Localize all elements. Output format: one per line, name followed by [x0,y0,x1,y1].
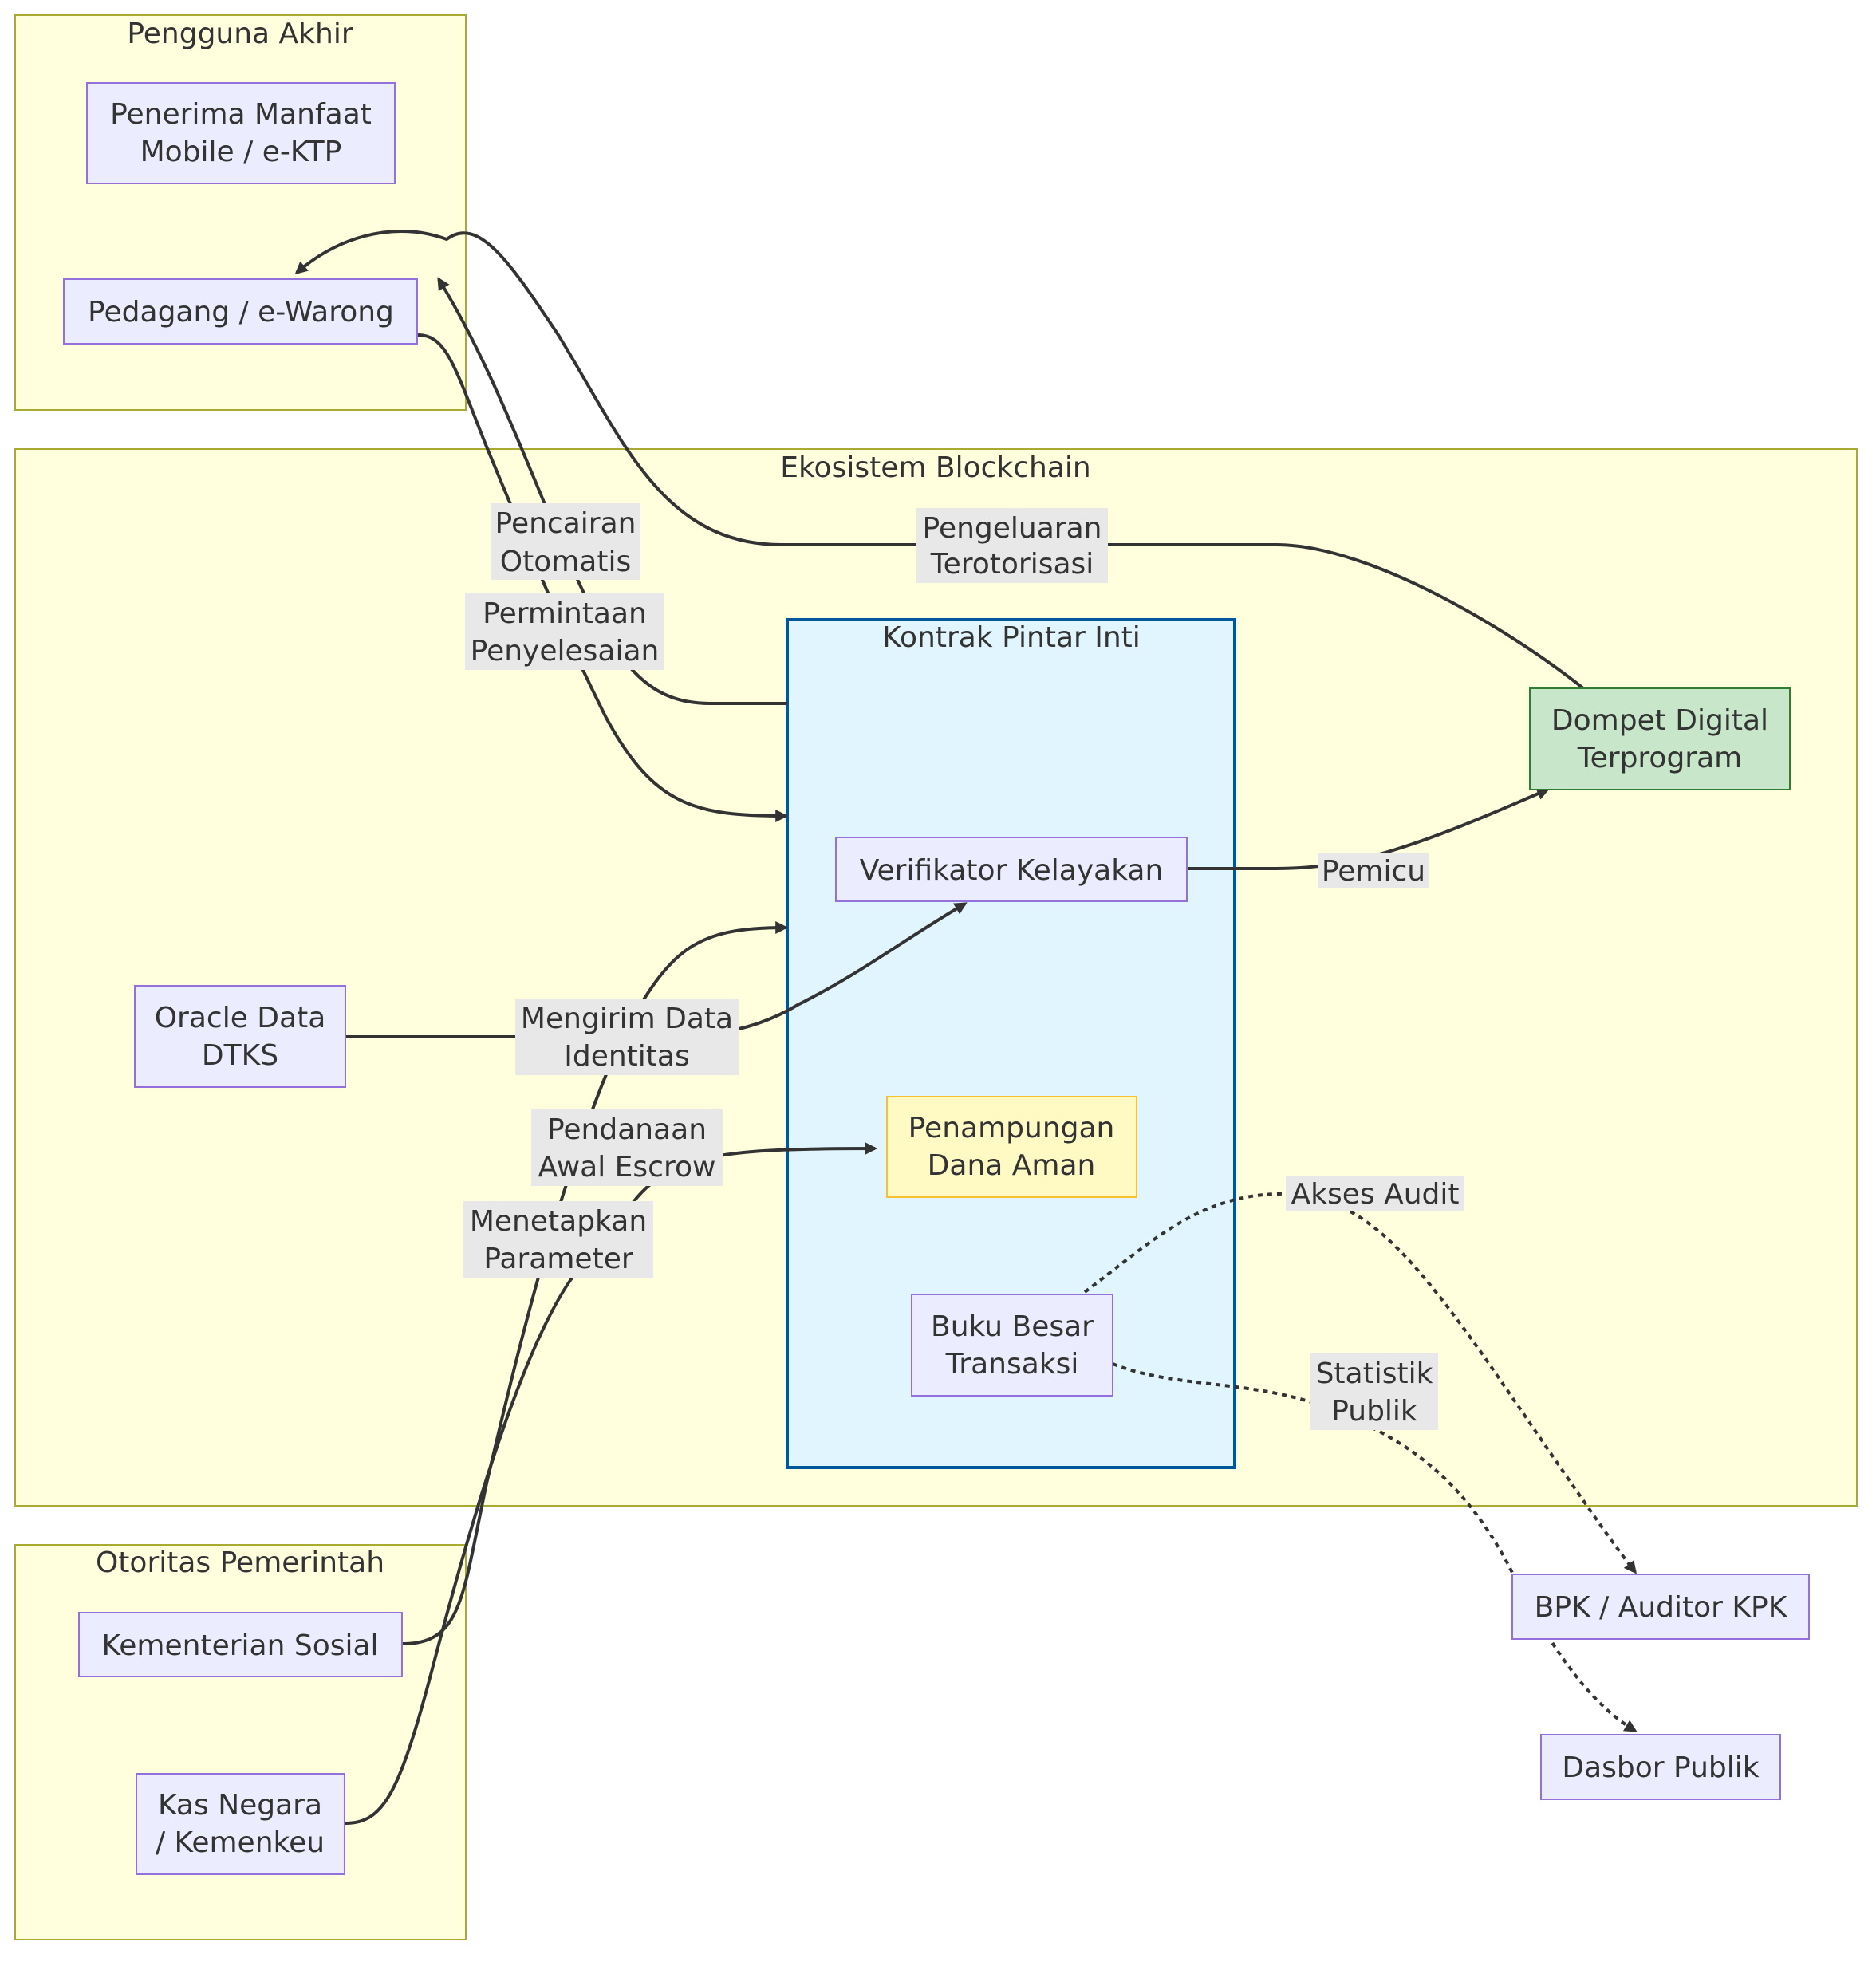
svg-text:Menetapkan: Menetapkan [470,1205,647,1238]
svg-text:Transaksi: Transaksi [945,1348,1079,1381]
edge-label-authorized-spending: Pengeluaran Terotorisasi [916,508,1108,583]
edge-label-set-parameters: Menetapkan Parameter [463,1201,653,1278]
svg-text:Otomatis: Otomatis [500,546,631,578]
svg-text:Permintaan: Permintaan [483,597,647,630]
svg-text:Statistik: Statistik [1316,1357,1433,1390]
node-auditor[interactable]: BPK / Auditor KPK [1511,1574,1810,1640]
cluster-end-users-title: Pengguna Akhir [127,18,353,50]
cluster-core-contract-title: Kontrak Pintar Inti [882,621,1141,654]
svg-text:Kas Negara: Kas Negara [158,1789,322,1822]
svg-text:Verifikator Kelayakan: Verifikator Kelayakan [860,854,1164,887]
svg-text:Akses Audit: Akses Audit [1291,1178,1460,1211]
svg-text:/ Kemenkeu: / Kemenkeu [156,1826,325,1859]
edge-trigger [1188,787,1550,870]
cluster-blockchain-title: Ekosistem Blockchain [780,451,1090,484]
edge-label-settlement-request: Permintaan Penyelesaian [465,593,664,670]
svg-text:Pendanaan: Pendanaan [547,1113,707,1146]
edge-audit-access [1083,1192,1637,1574]
cluster-government-title: Otoritas Pemerintah [96,1546,384,1579]
node-merchant[interactable]: Pedagang / e-Warong [63,278,418,345]
node-ledger[interactable]: Buku Besar Transaksi [911,1294,1113,1397]
svg-text:Kementerian Sosial: Kementerian Sosial [101,1629,378,1662]
node-dashboard[interactable]: Dasbor Publik [1540,1734,1781,1800]
svg-text:Dana Aman: Dana Aman [928,1149,1096,1182]
svg-text:Penerima Manfaat: Penerima Manfaat [110,98,372,131]
svg-text:Mengirim Data: Mengirim Data [521,1003,733,1035]
svg-text:Oracle Data: Oracle Data [155,1002,326,1034]
svg-text:Publik: Publik [1331,1395,1417,1428]
svg-text:Pemicu: Pemicu [1322,855,1425,888]
svg-text:DTKS: DTKS [202,1039,278,1072]
edge-authorized-spending [294,230,1585,690]
svg-text:Mobile / e-KTP: Mobile / e-KTP [140,136,342,168]
svg-text:Dasbor Publik: Dasbor Publik [1562,1751,1759,1784]
edge-label-trigger: Pemicu [1318,853,1429,888]
svg-text:Buku Besar: Buku Besar [931,1310,1094,1343]
svg-text:Parameter: Parameter [483,1243,633,1275]
svg-text:Terotorisasi: Terotorisasi [930,548,1094,581]
node-wallet[interactable]: Dompet Digital Terprogram [1529,687,1791,790]
svg-text:Penyelesaian: Penyelesaian [471,635,660,668]
svg-text:Awal Escrow: Awal Escrow [538,1151,716,1184]
svg-text:Pencairan: Pencairan [495,507,636,540]
edge-label-send-identity: Mengirim Data Identitas [515,999,739,1075]
svg-text:Penampungan: Penampungan [908,1112,1115,1144]
svg-text:Pengeluaran: Pengeluaran [923,512,1102,545]
cluster-government: Otoritas Pemerintah [14,1544,467,1940]
node-beneficiary[interactable]: Penerima Manfaat Mobile / e-KTP [86,82,396,184]
node-treasury[interactable]: Kas Negara / Kemenkeu [136,1773,345,1875]
edge-label-auto-disbursement: Pencairan Otomatis [491,503,640,580]
cluster-end-users: Pengguna Akhir [14,14,467,411]
node-ministry[interactable]: Kementerian Sosial [78,1612,403,1677]
svg-text:Terprogram: Terprogram [1577,742,1743,774]
edge-label-escrow-funding: Pendanaan Awal Escrow [531,1109,723,1186]
svg-text:Pedagang / e-Warong: Pedagang / e-Warong [88,296,394,329]
node-verifier[interactable]: Verifikator Kelayakan [835,837,1188,902]
svg-text:BPK / Auditor KPK: BPK / Auditor KPK [1535,1591,1788,1624]
edge-label-audit-access: Akses Audit [1286,1176,1464,1211]
svg-text:Dompet Digital: Dompet Digital [1551,704,1768,737]
node-oracle[interactable]: Oracle Data DTKS [134,985,346,1088]
edge-label-public-stats: Statistik Publik [1310,1353,1438,1430]
node-escrow[interactable]: Penampungan Dana Aman [886,1096,1137,1198]
svg-text:Identitas: Identitas [564,1040,689,1073]
